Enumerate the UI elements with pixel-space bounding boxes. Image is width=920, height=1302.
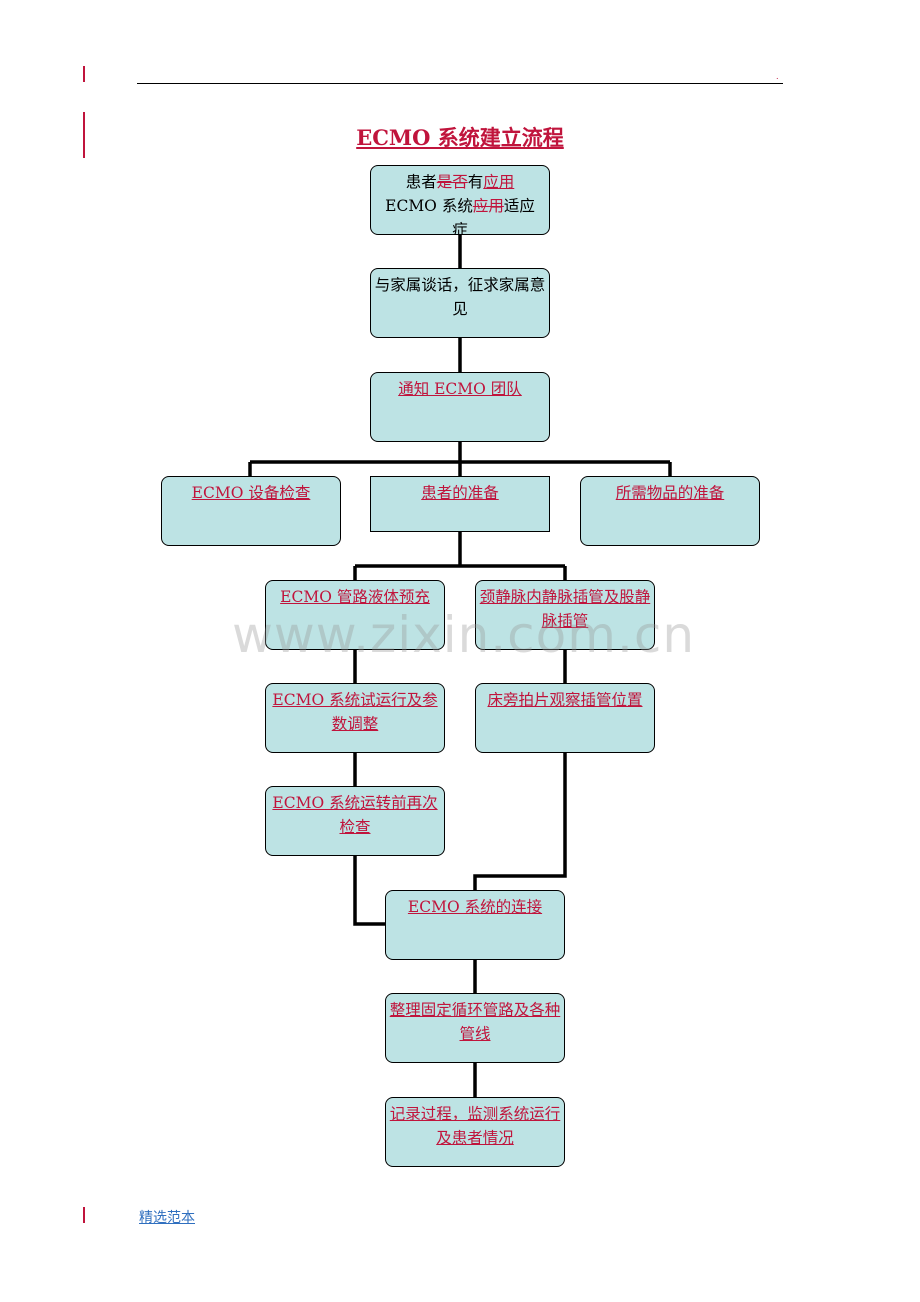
- step-record-monitor: 记录过程，监测系统运行及患者情况: [385, 1097, 565, 1167]
- step-notify-team: 通知 ECMO 团队: [370, 372, 550, 442]
- branch-supplies-prep: 所需物品的准备: [580, 476, 760, 546]
- step1-text-c: ECMO 系统: [385, 197, 473, 215]
- revision-bar-title: [83, 112, 85, 158]
- footer-link[interactable]: 精选范本: [139, 1210, 195, 1226]
- step-connect-system: ECMO 系统的连接: [385, 890, 565, 960]
- header-mark: .: [776, 72, 779, 81]
- step-trial-run: ECMO 系统试运行及参数调整: [265, 683, 445, 753]
- left1-label: ECMO 管路液体预充: [280, 588, 430, 606]
- header-rule: [137, 83, 783, 84]
- branch-center-label: 患者的准备: [421, 484, 499, 502]
- revision-bar-top: [83, 66, 85, 82]
- step-fix-lines: 整理固定循环管路及各种管线: [385, 993, 565, 1063]
- step1-text-e: 症: [452, 221, 468, 235]
- step1-deleted-a: 是否: [436, 173, 468, 191]
- step1-text-b: 有: [467, 173, 484, 191]
- step-family-talk: 与家属谈话，征求家属意见: [370, 268, 550, 338]
- step1-text-d: 适应: [503, 197, 535, 215]
- step-xray-check: 床旁拍片观察插管位置: [475, 683, 655, 753]
- branch-left-label: ECMO 设备检查: [191, 484, 311, 502]
- page-title: ECMO 系统建立流程: [356, 125, 564, 150]
- step2-label: 与家属谈话，征求家属意见: [374, 276, 546, 318]
- branch-right-label: 所需物品的准备: [615, 484, 725, 502]
- left3-label: ECMO 系统运转前再次检查: [272, 794, 438, 836]
- step-recheck: ECMO 系统运转前再次检查: [265, 786, 445, 856]
- watermark: www.zixin.com.cn: [232, 606, 696, 664]
- step1-inserted-a: 应用: [483, 173, 515, 191]
- left2-label: ECMO 系统试运行及参数调整: [272, 691, 438, 733]
- right2-label: 床旁拍片观察插管位置: [487, 691, 643, 709]
- branch-patient-prep: 患者的准备: [370, 476, 550, 532]
- step1-deleted-b: 应用: [472, 197, 504, 215]
- step1-text-a: 患者: [405, 173, 437, 191]
- step-priming: ECMO 管路液体预充: [265, 580, 445, 650]
- step3-label: 通知 ECMO 团队: [398, 380, 522, 398]
- revision-bar-footer: [83, 1207, 85, 1223]
- record-label: 记录过程，监测系统运行及患者情况: [389, 1105, 561, 1147]
- step-cannulation: 颈静脉内静脉插管及股静脉插管: [475, 580, 655, 650]
- step-assess-indication: 患者是否有应用 ECMO 系统应用适应 症: [370, 165, 550, 235]
- fix-label: 整理固定循环管路及各种管线: [389, 1001, 561, 1043]
- branch-equipment-check: ECMO 设备检查: [161, 476, 341, 546]
- right1-label: 颈静脉内静脉插管及股静脉插管: [479, 588, 651, 630]
- connect-label: ECMO 系统的连接: [407, 898, 543, 916]
